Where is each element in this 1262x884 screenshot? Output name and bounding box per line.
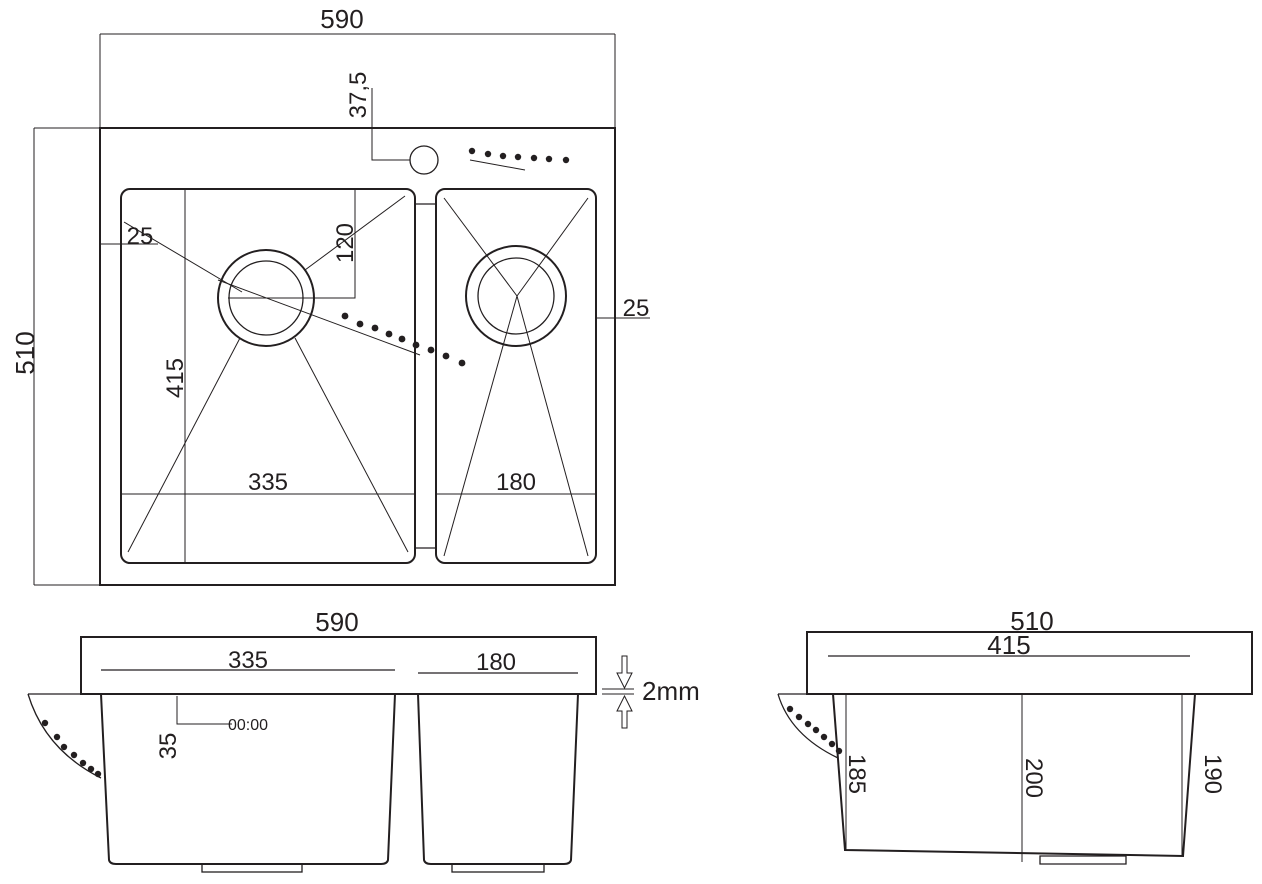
front-right-bowl-label: 180 [476,649,516,676]
right-bowl-outline [435,188,597,564]
thickness-arrow-down [616,655,633,690]
side-inner-label: 415 [987,630,1030,660]
side-depth-back-label: 190 [1199,754,1226,794]
front-view: 590 335 180 35 00:00 2mm [27,607,700,873]
tap-offset-leader [371,88,410,161]
side-depth-center-label: 200 [1020,758,1047,798]
left-margin-label: 25 [127,223,154,250]
right-margin-label: 25 [623,295,650,322]
left-bowl-outline [120,188,416,564]
right-bowl-width-label: 180 [496,469,536,496]
overflow-label: 35 [155,733,182,760]
right-bowl: 180 [435,188,597,564]
right-drain-inner [477,257,555,335]
tap-section-dots [468,147,570,164]
left-bowl-section-line [217,279,421,356]
left-bowl-section-dots [341,312,466,367]
side-view: 510 415 185 200 190 [777,606,1253,865]
drain-offset-label: 120 [332,223,359,263]
right-drain-outer [465,245,567,347]
top-height-label: 510 [10,331,40,374]
right-bowl-slope-1 [443,197,518,297]
overflow-leader [176,696,232,725]
left-bowl-slope-4 [294,337,409,553]
thickness-arrow-up [616,694,633,729]
left-bowl: 120 415 335 [120,188,466,564]
right-bowl-slope-2 [516,197,589,297]
front-section-dots [41,719,102,778]
side-outer-label: 510 [1010,606,1053,636]
side-section-dots [786,705,843,755]
front-deck-plate [80,636,597,695]
drain-offset-leader [228,189,356,299]
front-right-bowl-body [417,693,579,865]
front-left-drain [201,863,303,873]
front-left-bowl-label: 335 [228,647,268,674]
sink-deck-outline [99,127,616,586]
overflow-holes-label: 00:00 [228,717,268,734]
side-depth-front-label: 185 [843,754,870,794]
side-section-arc [777,693,839,759]
tap-hole [409,145,439,175]
left-bowl-slope-3 [127,337,241,553]
right-bowl-slope-3 [443,295,518,557]
side-drain [1039,855,1127,865]
top-view: 590 510 37,5 [10,4,650,586]
front-width-label: 590 [315,607,358,637]
thickness-label: 2mm [642,676,700,706]
left-bowl-width-label: 335 [248,469,288,496]
right-bowl-slope-4 [516,295,589,557]
front-section-arc [27,693,102,779]
left-bowl-depth-label: 415 [162,358,189,398]
front-right-drain [451,863,545,873]
side-bowl-body [832,693,1196,858]
top-width-label: 590 [320,4,363,34]
tap-offset-label: 37,5 [345,72,372,119]
side-deck-plate [806,631,1253,695]
left-bowl-slope-1 [123,221,243,293]
tap-section-line [469,159,526,171]
